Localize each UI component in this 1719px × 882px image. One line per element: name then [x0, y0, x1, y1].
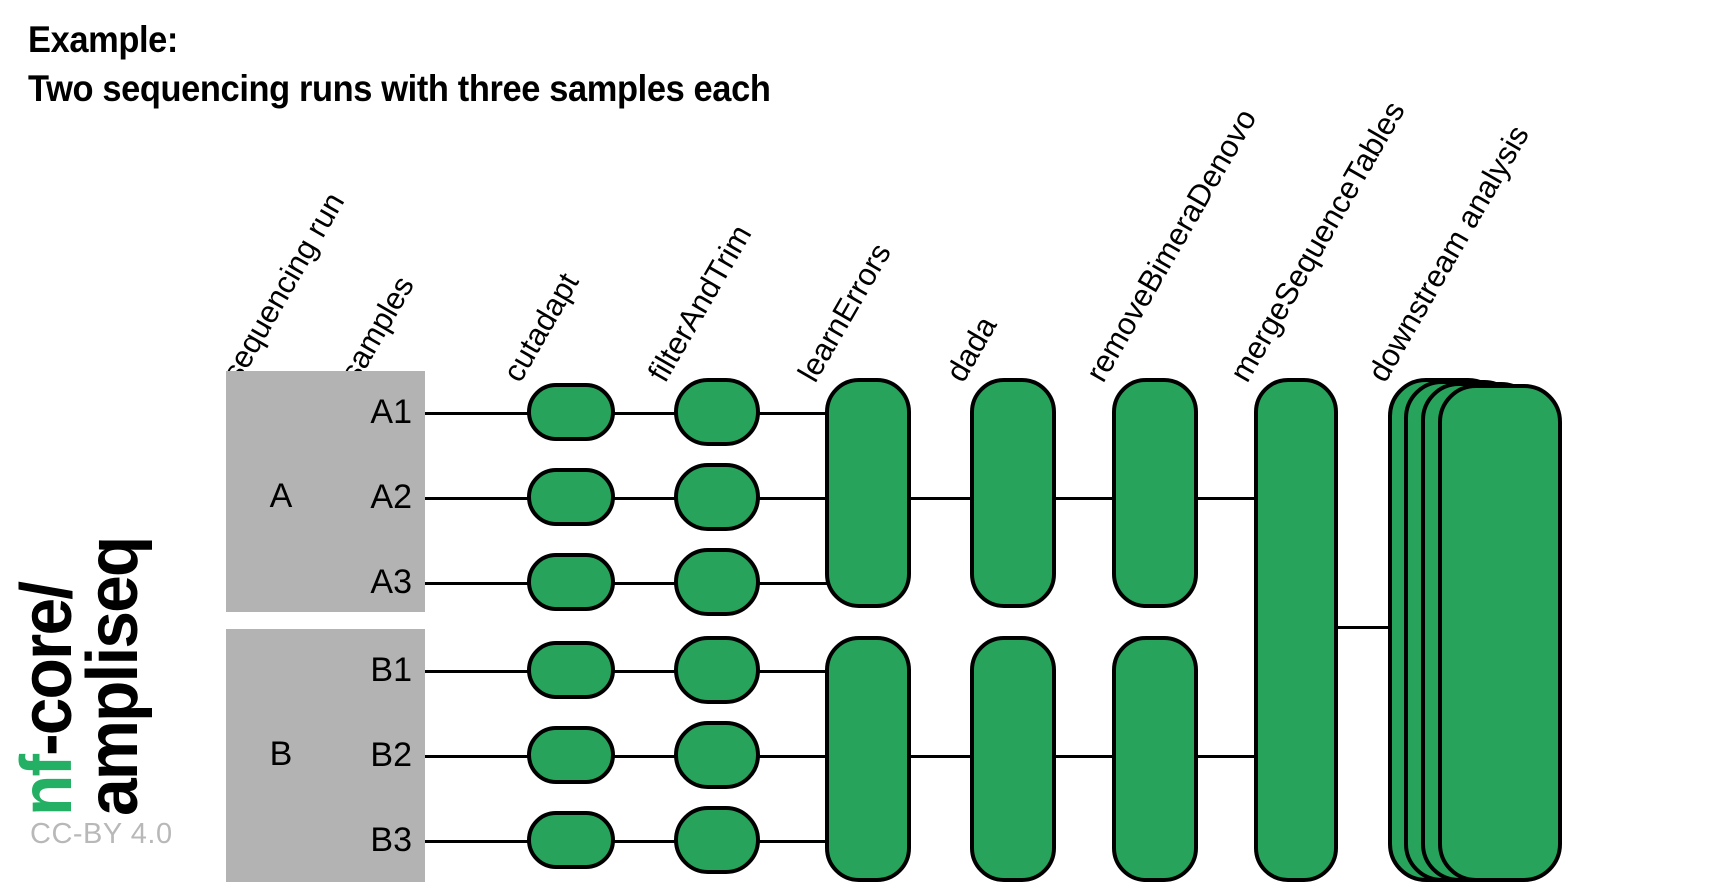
- process-learnerrors-a[interactable]: [825, 378, 911, 608]
- process-filterandtrim-b2[interactable]: [674, 721, 760, 789]
- column-header-downstream-analysis: downstream analysis: [1360, 119, 1536, 388]
- wire-filter-learnerrors-b1: [755, 670, 827, 673]
- wire-cutadapt-filter-a1: [610, 412, 680, 415]
- process-filterandtrim-a1[interactable]: [674, 378, 760, 446]
- run-label-b: B: [269, 735, 293, 773]
- process-cutadapt-b2[interactable]: [527, 726, 615, 784]
- wire-merge-downstream: [1330, 626, 1396, 629]
- wire-b2-cutadapt: [425, 755, 533, 758]
- nf-core-logo: nf-core/ ampliseq: [7, 396, 375, 816]
- process-filterandtrim-a3[interactable]: [674, 548, 760, 616]
- wire-b1-cutadapt: [425, 670, 533, 673]
- process-learnerrors-b[interactable]: [825, 636, 911, 882]
- sample-label-b1: B1: [370, 651, 412, 689]
- column-header-cutadapt: cutadapt: [495, 266, 586, 388]
- process-cutadapt-b1[interactable]: [527, 641, 615, 699]
- process-removebimeradenovo-b[interactable]: [1112, 636, 1198, 882]
- process-cutadapt-b3[interactable]: [527, 811, 615, 869]
- process-mergesequencetables[interactable]: [1254, 378, 1338, 882]
- wire-dada-removebimera-a: [1050, 497, 1115, 500]
- wire-a1-cutadapt: [425, 412, 533, 415]
- wire-filter-learnerrors-a3: [755, 582, 827, 585]
- wire-learnerrors-dada-b: [906, 755, 976, 758]
- process-dada-a[interactable]: [970, 378, 1056, 608]
- process-dada-b[interactable]: [970, 636, 1056, 882]
- wire-dada-removebimera-b: [1050, 755, 1115, 758]
- logo-pipeline-name: ampliseq: [73, 537, 154, 816]
- process-cutadapt-a1[interactable]: [527, 383, 615, 441]
- run-box-b: [226, 629, 425, 882]
- run-box-a: [226, 371, 425, 612]
- column-header-dada: dada: [938, 310, 1004, 388]
- sample-label-a1: A1: [370, 393, 412, 431]
- process-filterandtrim-a2[interactable]: [674, 463, 760, 531]
- page-title: Example: Two sequencing runs with three …: [28, 16, 771, 114]
- sample-label-a3: A3: [370, 563, 412, 601]
- sample-label-b3: B3: [370, 821, 412, 859]
- wire-learnerrors-dada-a: [906, 497, 976, 500]
- sample-label-b2: B2: [370, 736, 412, 774]
- process-filterandtrim-b3[interactable]: [674, 806, 760, 874]
- process-cutadapt-a2[interactable]: [527, 468, 615, 526]
- wire-removebimera-merge-b: [1190, 755, 1260, 758]
- title-line-1: Example:: [28, 19, 179, 60]
- column-header-sequencing-run: sequencing run: [214, 186, 352, 388]
- wire-filter-learnerrors-a2: [755, 497, 827, 500]
- wire-filter-learnerrors-a1: [755, 412, 827, 415]
- run-label-a: A: [269, 477, 293, 515]
- column-header-filterandtrim: filterAndTrim: [640, 218, 759, 388]
- wire-cutadapt-filter-a3: [610, 582, 680, 585]
- wire-a2-cutadapt: [425, 497, 533, 500]
- logo-line-nfcore: nf-core/: [7, 583, 87, 816]
- wire-cutadapt-filter-a2: [610, 497, 680, 500]
- wire-a3-cutadapt: [425, 582, 533, 585]
- column-header-learnerrors: learnErrors: [790, 237, 898, 388]
- wire-cutadapt-filter-b3: [610, 840, 680, 843]
- title-line-2: Two sequencing runs with three samples e…: [28, 67, 771, 109]
- sample-label-a2: A2: [370, 478, 412, 516]
- process-removebimeradenovo-a[interactable]: [1112, 378, 1198, 608]
- wire-removebimera-merge-a: [1190, 497, 1260, 500]
- process-cutadapt-a3[interactable]: [527, 553, 615, 611]
- wire-cutadapt-filter-b2: [610, 755, 680, 758]
- license-label: CC-BY 4.0: [30, 818, 173, 850]
- wire-b3-cutadapt: [425, 840, 533, 843]
- wire-filter-learnerrors-b3: [755, 840, 827, 843]
- wire-cutadapt-filter-b1: [610, 670, 680, 673]
- process-downstream-analysis-task-4[interactable]: [1438, 384, 1562, 882]
- wire-filter-learnerrors-b2: [755, 755, 827, 758]
- process-filterandtrim-b1[interactable]: [674, 636, 760, 704]
